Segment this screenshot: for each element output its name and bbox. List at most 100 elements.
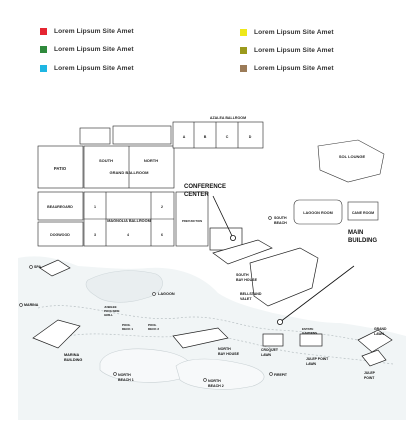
conference-center-label-line1: CONFERENCE — [184, 184, 226, 190]
dogwood-room — [37, 221, 84, 247]
legend-label: Lorem Lipsum Site Amet — [254, 46, 334, 54]
conference-pointer-dot — [229, 235, 236, 242]
legend-label: Lorem Lipsum Site Amet — [54, 27, 134, 35]
north-bay-house-label: NORTH — [218, 347, 231, 351]
marina-building-label: MARINA — [64, 353, 79, 357]
lagoon-marker — [152, 292, 156, 296]
north-beach-1-marker — [113, 372, 117, 376]
jubilee-label-3: GRILL — [104, 313, 113, 317]
south-beach-label-2: BEACH — [274, 221, 287, 225]
jubilee-label-2: POOLSIDE — [104, 309, 120, 313]
marina-marker — [19, 303, 23, 307]
azalea-room-letter: D — [249, 135, 252, 139]
legend-label: Lorem Lipsum Site Amet — [54, 64, 134, 72]
pool-deck-1-label-2: DECK 1 — [122, 327, 133, 331]
north-beach-2-marker — [203, 378, 207, 382]
spa-marker — [29, 265, 33, 269]
resort-map-drawing: PATIO SOUTH NORTH GRAND BALLROOM BEAUREG… — [18, 116, 406, 420]
south-bay-house-label: SOUTH — [236, 273, 249, 277]
azalea-room-letter: A — [183, 135, 186, 139]
grand-lawn-label: GRAND — [374, 327, 387, 331]
north-bay-house-label-2: BAY HOUSE — [218, 352, 240, 356]
firepit-label: FIREPIT — [274, 373, 288, 377]
pre-function-area — [175, 191, 209, 247]
croquet-pavilion — [262, 333, 284, 347]
sol-lounge-building — [317, 139, 385, 183]
main-building-label-line1: MAIN — [348, 230, 363, 236]
location-markers — [19, 216, 273, 382]
north-bay-house-building — [172, 327, 229, 349]
legend-label: Lorem Lipsum Site Amet — [54, 45, 134, 53]
legend-label: Lorem Lipsum Site Amet — [254, 28, 334, 36]
spa-label: SPA — [34, 265, 42, 269]
legend-label: Lorem Lipsum Site Amet — [254, 64, 334, 72]
legend-item: Lorem Lipsum Site Amet — [240, 45, 334, 55]
estate-gardens-label-2: GARDENS — [302, 331, 317, 335]
north-beach-1-label-2: BEACH 1 — [118, 378, 134, 382]
walking-path — [37, 305, 379, 345]
patio-label: PATIO — [54, 166, 67, 171]
magnolia-room-number: 6 — [161, 233, 163, 237]
legend-item: Lorem Lipsum Site Amet — [40, 26, 134, 36]
azalea-room-letter: B — [204, 135, 207, 139]
legend-item: Lorem Lipsum Site Amet — [240, 63, 334, 73]
legend-swatch-olive — [240, 46, 247, 54]
spa-building — [39, 259, 71, 277]
north-beach-1-label: NORTH — [118, 373, 131, 377]
lagoon-label: LAGOON — [158, 292, 175, 296]
croquet-lawn-label-2: LAWN — [261, 353, 272, 357]
magnolia-ballroom-label: MAGNOLIA BALLROOM — [107, 219, 151, 223]
legend-item: Lorem Lipsum Site Amet — [240, 27, 334, 37]
estate-gardens-label: ESTATE — [302, 327, 313, 331]
conference-center-label-line2: CENTER — [184, 192, 209, 198]
magnolia-room-number: 2 — [161, 205, 163, 209]
marina-label: MARINA — [24, 303, 39, 307]
map-legend: Lorem Lipsum Site Amet Lorem Lipsum Site… — [40, 26, 380, 86]
julep-lawn-label-2: LAWN — [306, 362, 317, 366]
lagoon-water — [85, 270, 163, 303]
legend-swatch-green — [40, 45, 47, 53]
pool-deck-2-label-2: DECK 2 — [148, 327, 159, 331]
legend-item: Lorem Lipsum Site Amet — [40, 44, 134, 54]
sol-lounge-label: SOL LOUNGE — [339, 154, 366, 159]
south-bay-house-label-2: BAY HOUSE — [236, 278, 258, 282]
cane-room-label: CANE ROOM — [352, 211, 374, 215]
azalea-ballroom-label: AZALEA BALLROOM — [210, 116, 246, 120]
julep-lawn-label: JULEP POINT — [306, 357, 329, 361]
grand-lawn-building — [357, 329, 393, 353]
marina-building-structure — [32, 319, 81, 349]
julep-point-building — [361, 349, 387, 367]
firepit-marker — [269, 372, 273, 376]
north-beach-2-label-2: BEACH 2 — [208, 384, 224, 388]
grand-lawn-label-2: LAWN — [374, 332, 385, 336]
lagoon-room-label: LAGOON ROOM — [303, 211, 333, 215]
small-room — [79, 127, 111, 145]
lagoon-room-building — [293, 199, 343, 225]
legend-swatch-yellow — [240, 28, 247, 36]
pool-deck-2-label: POOL — [148, 323, 157, 327]
south-label: SOUTH — [99, 158, 113, 163]
conference-pointer-line — [212, 195, 234, 239]
patio-room — [37, 145, 84, 189]
pool-deck-1-label: POOL — [122, 323, 131, 327]
dogwood-label: DOGWOOD — [50, 233, 70, 237]
south-beach-marker — [268, 216, 272, 220]
north-label: NORTH — [144, 158, 158, 163]
bellstand-label: BELLSTAND — [240, 292, 262, 296]
cane-room-building — [347, 201, 379, 221]
conference-floor-plan — [37, 121, 264, 247]
main-building-pointer-line — [279, 265, 355, 323]
legend-item: Lorem Lipsum Site Amet — [40, 63, 134, 73]
magnolia-room-number: 1 — [94, 205, 96, 209]
marina-building-label-2: BUILDING — [64, 358, 82, 362]
main-building-label-line2: BUILDING — [348, 238, 377, 244]
legend-swatch-red — [40, 27, 47, 35]
croquet-lawn-label: CROQUET — [261, 348, 279, 352]
main-building-pointer-dot — [276, 318, 283, 325]
north-beach-2-label: NORTH — [208, 379, 221, 383]
conference-room-labels: PATIO SOUTH NORTH GRAND BALLROOM BEAUREG… — [47, 116, 252, 237]
jubilee-label: JUBILEE — [104, 305, 117, 309]
resort-map: PATIO SOUTH NORTH GRAND BALLROOM BEAUREG… — [18, 108, 406, 420]
north-beach-2-shore — [175, 358, 265, 390]
south-bay-house-building — [212, 239, 273, 265]
